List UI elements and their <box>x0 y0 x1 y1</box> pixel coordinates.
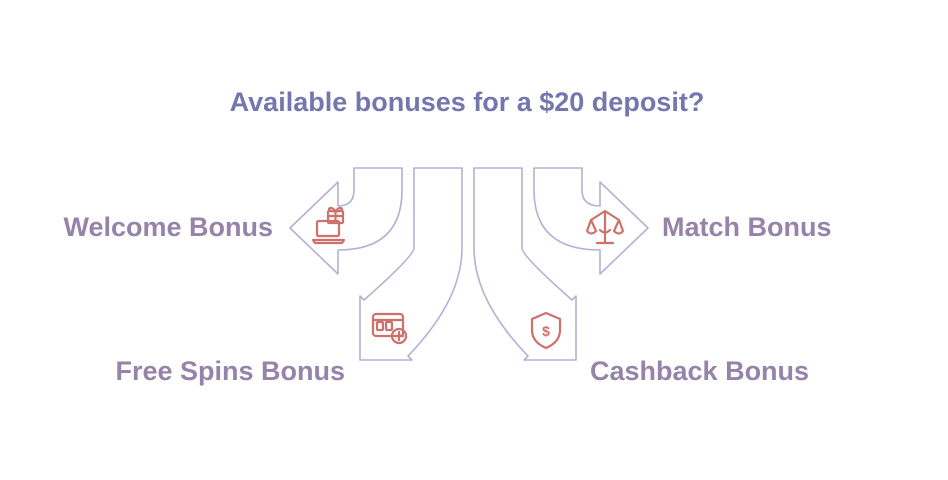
arrow-welcome-bonus <box>289 167 403 275</box>
diagram-title: Available bonuses for a $20 deposit? <box>230 87 705 117</box>
label-match-bonus: Match Bonus <box>662 212 832 242</box>
label-cashback-bonus: Cashback Bonus <box>590 356 809 386</box>
balance-scale-icon <box>585 209 625 245</box>
label-welcome-bonus: Welcome Bonus <box>63 212 273 242</box>
dollar-shield-icon: $ <box>530 311 562 350</box>
label-free-spins-bonus: Free Spins Bonus <box>115 356 345 386</box>
svg-text:$: $ <box>542 323 550 339</box>
laptop-gift-icon <box>311 206 346 245</box>
arrow-free-spins-bonus <box>359 167 463 361</box>
arrow-cashback-bonus <box>473 167 577 361</box>
slot-machine-add-icon <box>371 312 408 345</box>
